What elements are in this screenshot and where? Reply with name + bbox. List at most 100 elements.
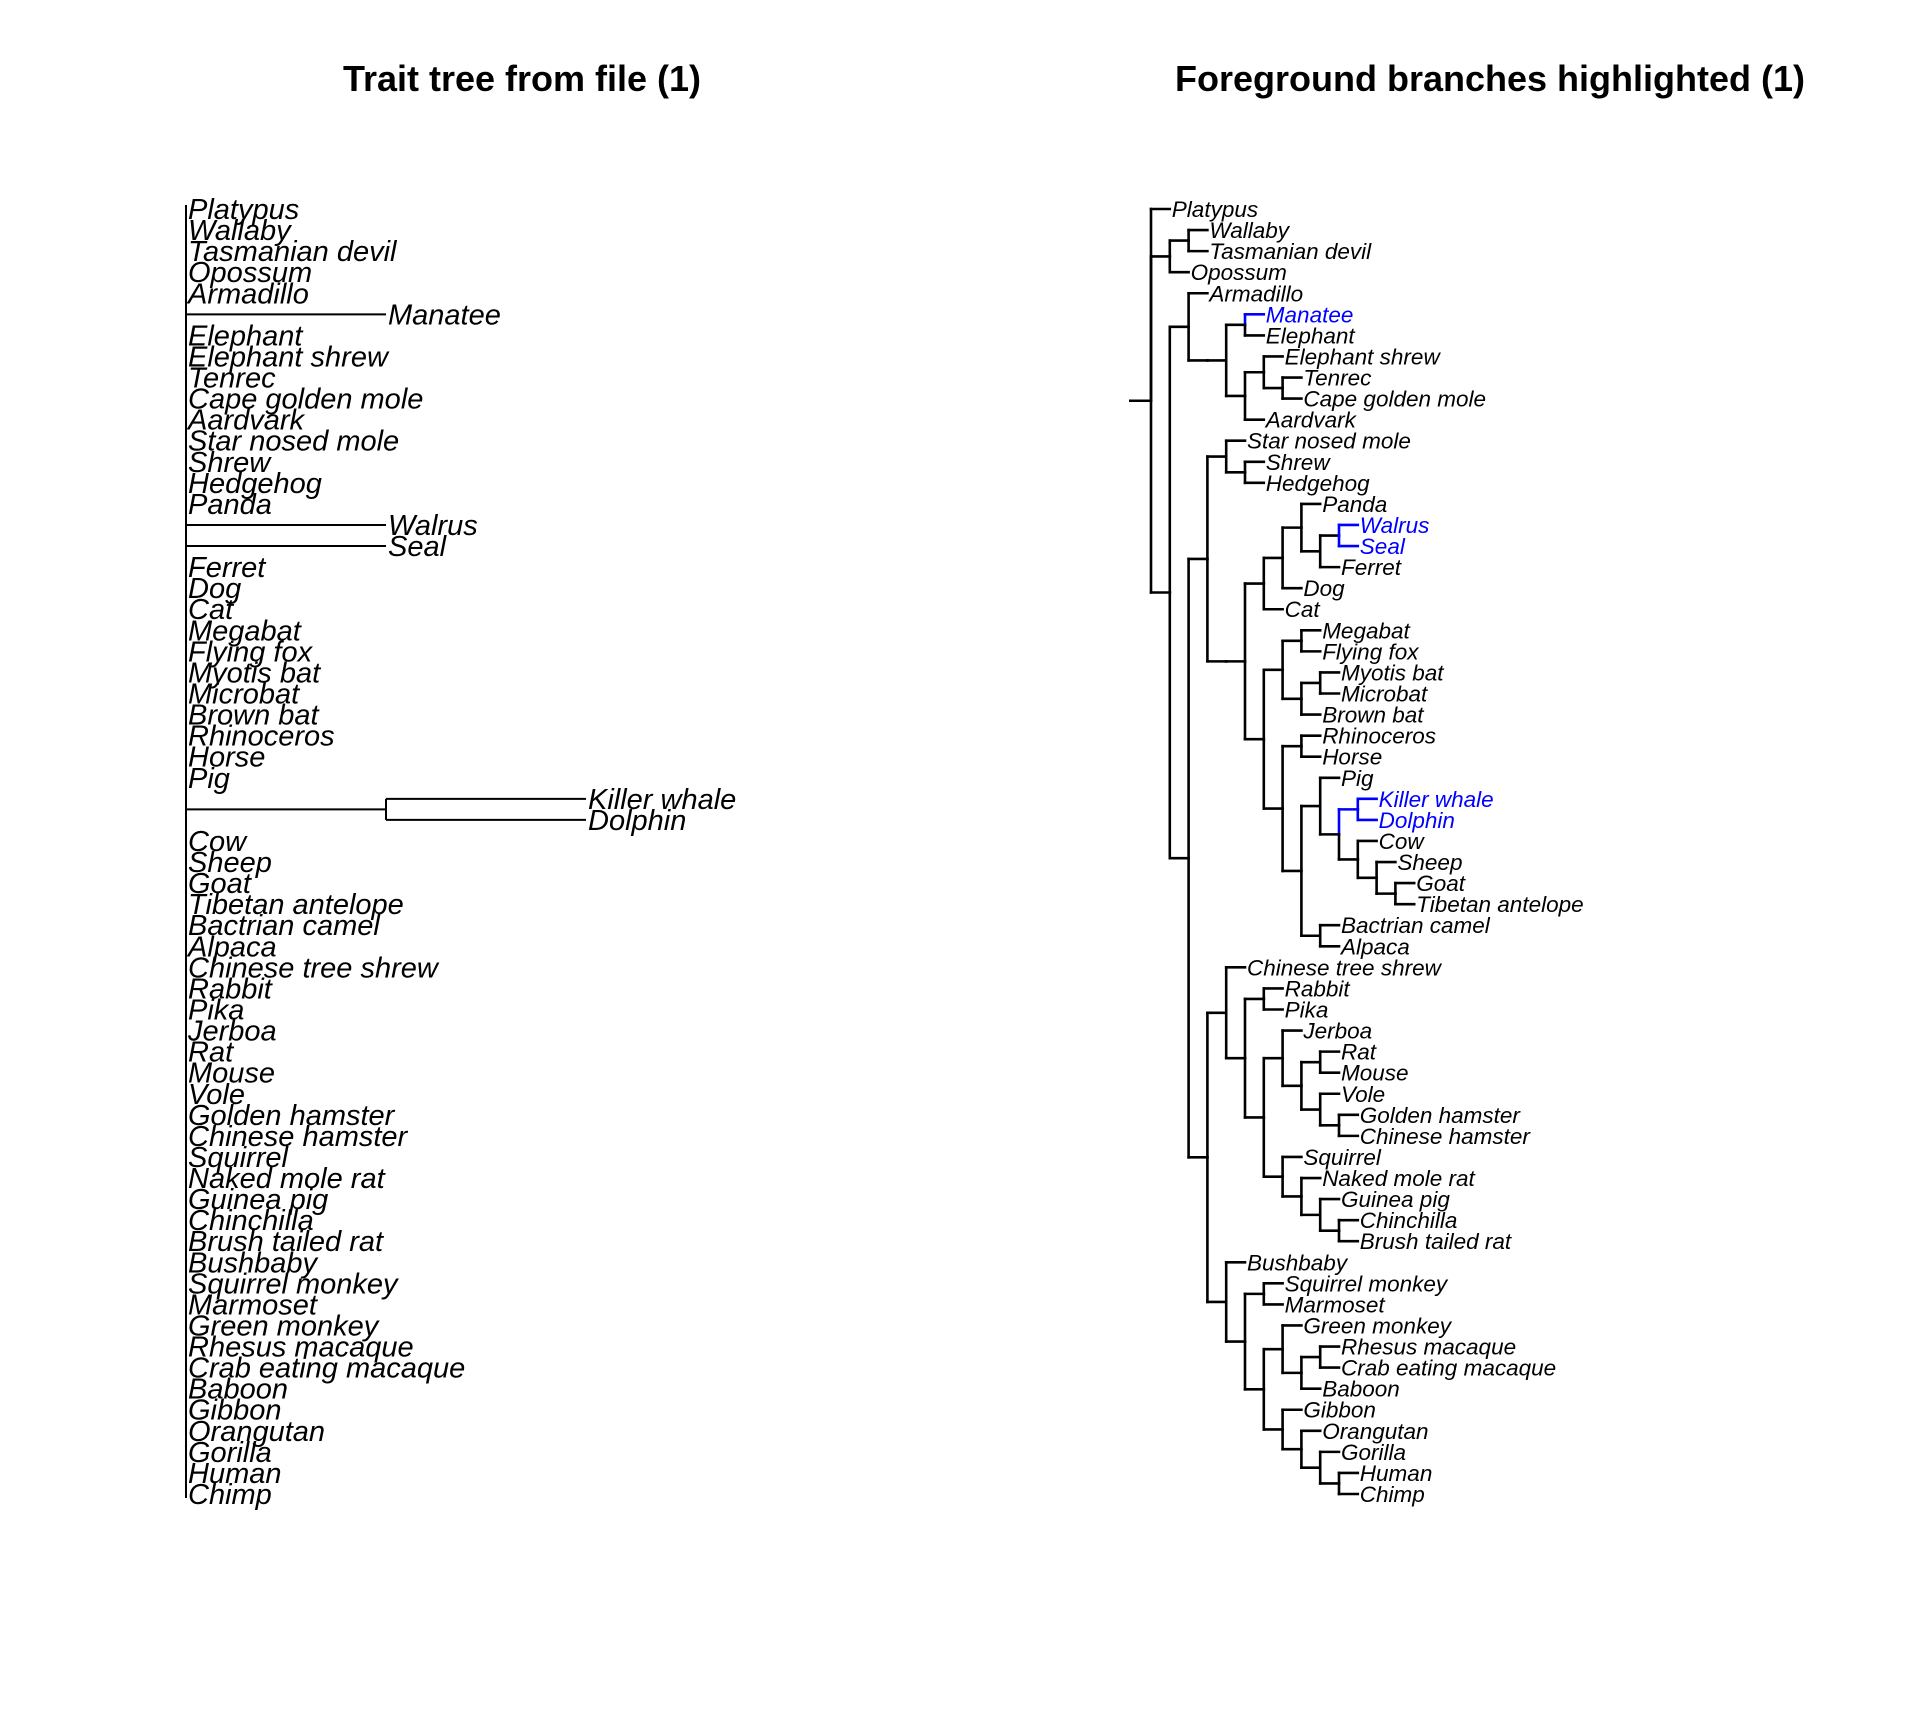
tip-label-brush-tailed-rat: Brush tailed rat: [188, 1226, 385, 1258]
tip-label-cat: Cat: [188, 594, 235, 626]
tip-label-dog: Dog: [188, 573, 241, 605]
tip-label-walrus: Walrus: [1360, 513, 1430, 538]
tip-label-hedgehog: Hedgehog: [1266, 471, 1370, 496]
tip-label-platypus: Platypus: [188, 194, 299, 226]
tip-label-seal: Seal: [388, 531, 448, 563]
tip-label-star-nosed-mole: Star nosed mole: [1247, 429, 1411, 454]
tip-label-naked-mole-rat: Naked mole rat: [1322, 1166, 1476, 1191]
tip-label-flying-fox: Flying fox: [188, 636, 314, 668]
tip-label-squirrel-monkey: Squirrel monkey: [188, 1268, 399, 1300]
tip-label-hedgehog: Hedgehog: [188, 468, 322, 500]
tip-label-rabbit: Rabbit: [1285, 976, 1352, 1001]
tip-label-chinese-hamster: Chinese hamster: [188, 1121, 409, 1153]
tip-label-squirrel-monkey: Squirrel monkey: [1285, 1271, 1449, 1296]
tip-label-wallaby: Wallaby: [1209, 218, 1290, 243]
tip-label-bushbaby: Bushbaby: [1247, 1250, 1349, 1275]
tip-label-aardvark: Aardvark: [1264, 408, 1358, 433]
tip-label-chinese-tree-shrew: Chinese tree shrew: [188, 952, 440, 984]
tip-label-panda: Panda: [188, 489, 272, 521]
tip-label-cape-golden-mole: Cape golden mole: [188, 384, 423, 416]
tip-label-alpaca: Alpaca: [186, 931, 277, 963]
tip-label-cow: Cow: [1379, 829, 1426, 854]
tip-label-platypus: Platypus: [1172, 197, 1258, 222]
tip-label-dolphin: Dolphin: [1379, 808, 1455, 833]
tip-label-tibetan-antelope: Tibetan antelope: [1416, 892, 1583, 917]
tip-label-wallaby: Wallaby: [188, 215, 292, 247]
tip-label-goat: Goat: [1416, 871, 1467, 896]
tip-label-pig: Pig: [1341, 766, 1374, 791]
tip-label-brown-bat: Brown bat: [1322, 703, 1425, 728]
tip-label-dog: Dog: [1303, 576, 1345, 601]
tip-label-ferret: Ferret: [1341, 555, 1403, 580]
tip-label-killer-whale: Killer whale: [1379, 787, 1494, 812]
tip-label-guinea-pig: Guinea pig: [188, 1184, 328, 1216]
tip-label-myotis-bat: Myotis bat: [188, 657, 322, 689]
tip-label-cape-golden-mole: Cape golden mole: [1303, 387, 1486, 412]
tip-label-chimp: Chimp: [188, 1479, 272, 1511]
tip-label-chinchilla: Chinchilla: [188, 1205, 314, 1237]
tip-label-elephant: Elephant: [1266, 323, 1357, 348]
tip-label-shrew: Shrew: [188, 447, 272, 479]
tip-label-myotis-bat: Myotis bat: [1341, 660, 1445, 685]
tip-label-gorilla: Gorilla: [188, 1437, 272, 1469]
tip-label-tibetan-antelope: Tibetan antelope: [188, 889, 404, 921]
tip-label-baboon: Baboon: [1322, 1377, 1400, 1402]
tip-label-gorilla: Gorilla: [1341, 1440, 1406, 1465]
tip-label-horse: Horse: [1322, 745, 1382, 770]
tip-label-armadillo: Armadillo: [186, 278, 309, 310]
tip-label-elephant-shrew: Elephant shrew: [188, 341, 390, 373]
tip-label-megabat: Megabat: [188, 615, 303, 647]
tip-label-crab-eating-macaque: Crab eating macaque: [1341, 1356, 1556, 1381]
tip-label-tenrec: Tenrec: [1303, 366, 1371, 391]
tip-label-goat: Goat: [188, 868, 253, 900]
right-panel-title: Foreground branches highlighted (1): [1175, 58, 1805, 99]
tip-label-golden-hamster: Golden hamster: [1360, 1103, 1522, 1128]
tip-label-bactrian-camel: Bactrian camel: [1341, 913, 1491, 938]
tip-label-orangutan: Orangutan: [188, 1416, 325, 1448]
tip-label-ferret: Ferret: [188, 552, 267, 584]
tip-label-bushbaby: Bushbaby: [188, 1247, 318, 1279]
tip-label-mouse: Mouse: [188, 1058, 275, 1090]
tip-label-tasmanian-devil: Tasmanian devil: [1209, 239, 1372, 264]
tip-label-brush-tailed-rat: Brush tailed rat: [1360, 1229, 1513, 1254]
tip-label-armadillo: Armadillo: [1207, 281, 1303, 306]
tip-label-microbat: Microbat: [1341, 682, 1429, 707]
left-panel-title: Trait tree from file (1): [342, 58, 702, 99]
tip-label-vole: Vole: [188, 1079, 245, 1111]
tip-label-gibbon: Gibbon: [1303, 1398, 1376, 1423]
tip-label-killer-whale: Killer whale: [588, 784, 736, 816]
tip-label-chinese-hamster: Chinese hamster: [1360, 1124, 1532, 1149]
tip-label-rhinoceros: Rhinoceros: [188, 721, 335, 753]
tip-label-vole: Vole: [1341, 1082, 1385, 1107]
tip-label-human: Human: [1360, 1461, 1433, 1486]
tip-label-rat: Rat: [1341, 1040, 1378, 1065]
tip-label-crab-eating-macaque: Crab eating macaque: [188, 1353, 465, 1385]
tip-label-naked-mole-rat: Naked mole rat: [188, 1163, 387, 1195]
tip-label-elephant-shrew: Elephant shrew: [1285, 344, 1442, 369]
tip-label-pig: Pig: [188, 763, 230, 795]
tip-label-star-nosed-mole: Star nosed mole: [188, 426, 399, 458]
tip-label-gibbon: Gibbon: [188, 1395, 282, 1427]
tip-label-opossum: Opossum: [1191, 260, 1287, 285]
tip-label-marmoset: Marmoset: [1285, 1292, 1387, 1317]
tip-label-megabat: Megabat: [1322, 618, 1411, 643]
tip-label-alpaca: Alpaca: [1339, 934, 1410, 959]
tip-label-green-monkey: Green monkey: [1303, 1313, 1452, 1338]
tip-label-sheep: Sheep: [1397, 850, 1462, 875]
tip-label-human: Human: [188, 1458, 282, 1490]
tip-label-tenrec: Tenrec: [188, 363, 276, 395]
tip-label-green-monkey: Green monkey: [188, 1310, 380, 1342]
tip-label-manatee: Manatee: [1266, 302, 1354, 327]
tip-label-rhinoceros: Rhinoceros: [1322, 724, 1436, 749]
tip-label-jerboa: Jerboa: [1302, 1019, 1372, 1044]
tip-label-orangutan: Orangutan: [1322, 1419, 1428, 1444]
tip-label-baboon: Baboon: [188, 1374, 288, 1406]
tip-label-rabbit: Rabbit: [188, 973, 274, 1005]
tip-label-marmoset: Marmoset: [188, 1289, 319, 1321]
tip-label-manatee: Manatee: [388, 299, 501, 331]
tip-label-shrew: Shrew: [1266, 450, 1332, 475]
tip-label-rhesus-macaque: Rhesus macaque: [188, 1332, 414, 1364]
